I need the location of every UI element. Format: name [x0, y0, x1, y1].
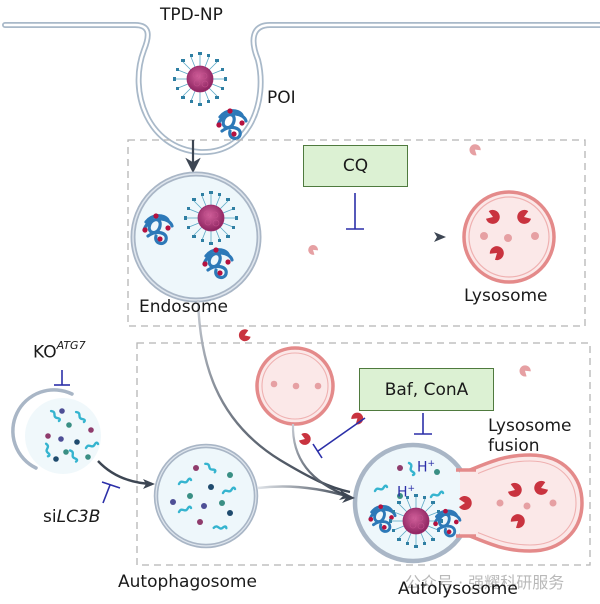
arrow-phagophore-to-autophagosome	[97, 460, 153, 486]
endosome-pathway-group	[127, 139, 586, 327]
plasma-membrane	[2, 22, 600, 156]
ko-atg7-label: KOATG7	[33, 339, 86, 363]
autophagosome	[153, 443, 259, 549]
ko-prefix: KO	[33, 342, 57, 363]
lysosome-fusion-line2: fusion	[488, 435, 540, 456]
autophagy-pathway-group	[136, 342, 591, 566]
arrow-lysosome-to-autolysosome	[291, 423, 349, 498]
baf-inhibition-bar-left	[312, 443, 323, 459]
h-plus-1: H+	[417, 459, 436, 476]
autophagosome-label: Autophagosome	[118, 572, 257, 592]
cq-inhibitor-box: CQ	[303, 145, 408, 187]
autolysosome	[352, 363, 584, 564]
phagophore	[11, 388, 101, 474]
lysosome-fusion-line1: Lysosome	[488, 416, 572, 436]
silc3b-inhibition-line	[102, 484, 111, 504]
baf-cona-inhibitor-box: Baf, ConA	[359, 368, 494, 411]
silc3b-inhibition-bar	[101, 481, 121, 489]
endosome	[130, 171, 262, 303]
silc3b-label: siLC3B	[43, 507, 101, 528]
h-plus-2: H+	[397, 484, 416, 501]
tpd-nanoparticle-top	[172, 51, 228, 107]
lysosome-middle	[237, 243, 366, 447]
tpd-np-label: TPD-NP	[160, 5, 223, 25]
poi-label: POI	[267, 88, 296, 108]
autolysosome-label: Autolysosome	[398, 579, 518, 599]
arrow-autophagosome-to-autolysosome	[257, 485, 351, 499]
lysosome-top	[462, 141, 556, 284]
baf-inhibition-line-left	[317, 417, 366, 452]
lysosome-fusion-label: Lysosome fusion	[488, 416, 572, 456]
lysosome-label: Lysosome	[464, 286, 548, 306]
si-prefix: si	[43, 507, 57, 527]
poi-protein-top	[214, 106, 248, 141]
ko-gene-superscript: ATG7	[56, 339, 86, 352]
watermark-text: 公众号 · 强耀科研服务	[405, 573, 565, 592]
si-gene: LC3B	[56, 507, 101, 527]
endosome-label: Endosome	[139, 297, 228, 317]
